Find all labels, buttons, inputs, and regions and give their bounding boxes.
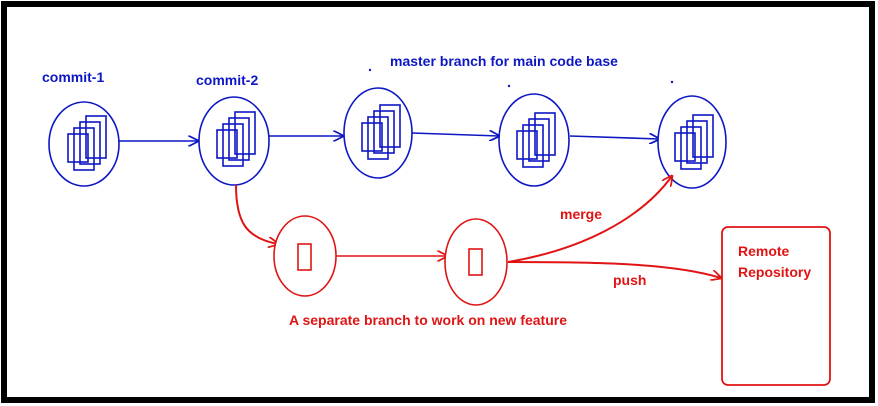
dot-marker xyxy=(507,84,511,88)
edge-commit3-to-commit4 xyxy=(411,133,499,136)
edge-commit4-to-commit5 xyxy=(569,136,659,139)
feature-commit-1 xyxy=(273,215,337,297)
label-repository: Repository xyxy=(738,264,811,280)
label-remote: Remote xyxy=(738,243,790,259)
label-master-branch: master branch for main code base xyxy=(390,53,618,69)
label-push: push xyxy=(613,272,646,288)
label-feature-branch: A separate branch to work on new feature xyxy=(289,312,567,328)
master-commit-5 xyxy=(657,95,727,189)
dot-marker xyxy=(670,80,674,84)
label-commit-1: commit-1 xyxy=(42,69,104,85)
master-commit-4 xyxy=(498,93,570,187)
feature-commit-2 xyxy=(444,218,508,306)
label-commit-2: commit-2 xyxy=(196,72,258,88)
single-document-icon xyxy=(468,248,483,276)
master-commit-1 xyxy=(48,101,120,187)
edge-merge xyxy=(507,176,672,263)
edge-push xyxy=(507,261,721,278)
edge-branch-off xyxy=(235,184,278,244)
master-commit-3 xyxy=(343,87,413,179)
single-document-icon xyxy=(297,243,312,271)
remote-repository-box xyxy=(721,226,831,386)
dot-marker xyxy=(368,68,372,72)
label-merge: merge xyxy=(560,206,602,222)
master-commit-2 xyxy=(198,96,270,186)
